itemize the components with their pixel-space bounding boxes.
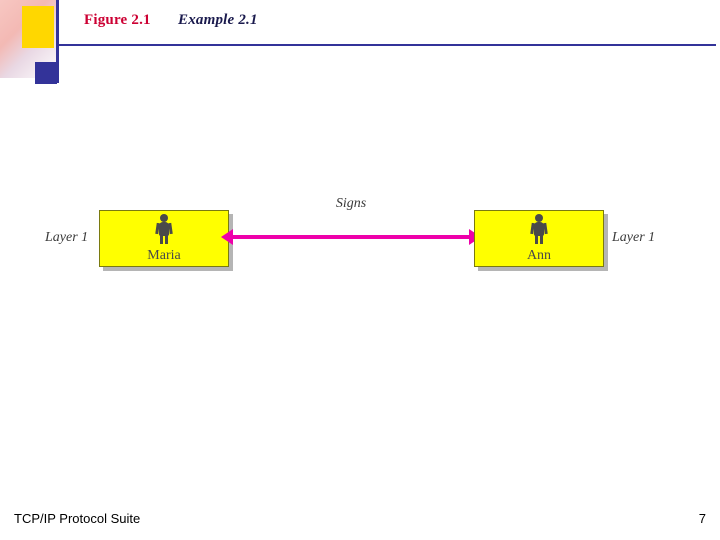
- node-ann-label: Ann: [526, 248, 552, 263]
- connection-arrow: Signs: [221, 196, 481, 248]
- person-icon: [529, 214, 549, 244]
- yellow-square-decoration: [22, 6, 54, 48]
- slide-page-number: 7: [698, 511, 706, 526]
- diagram-canvas: Layer 1 Maria Signs Ann Layer 1: [0, 180, 720, 320]
- connection-caption: Signs: [335, 196, 367, 211]
- node-maria-label: Maria: [147, 248, 181, 263]
- horizontal-divider: [56, 44, 716, 46]
- navy-square-decoration: [35, 62, 57, 84]
- right-layer-label: Layer 1: [612, 230, 656, 245]
- left-layer-label: Layer 1: [45, 230, 89, 245]
- figure-label: Figure 2.1: [84, 12, 151, 28]
- person-icon: [154, 214, 174, 244]
- node-ann[interactable]: Ann: [474, 210, 604, 267]
- arrow-left-head-icon: [221, 229, 233, 245]
- figure-title: Example 2.1: [178, 12, 258, 28]
- footer-title: TCP/IP Protocol Suite: [14, 511, 141, 526]
- vertical-divider: [56, 0, 59, 83]
- node-maria[interactable]: Maria: [99, 210, 229, 267]
- arrow-line: [231, 235, 471, 239]
